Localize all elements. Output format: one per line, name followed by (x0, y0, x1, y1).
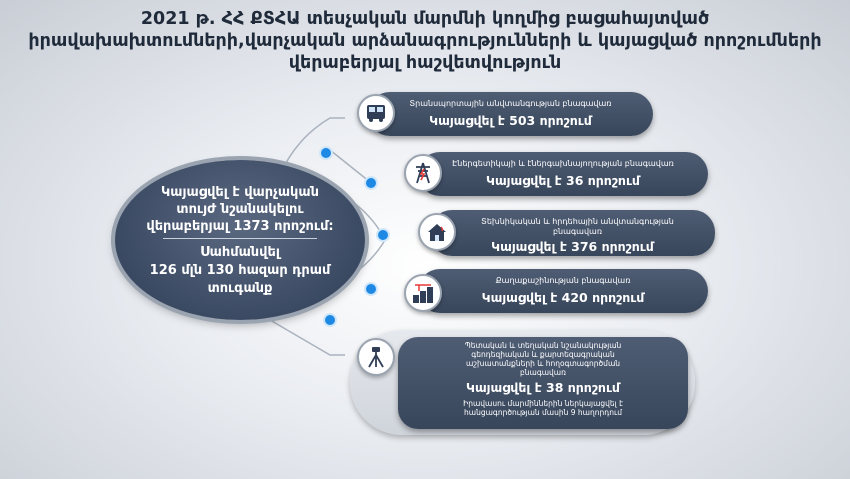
connector-dot-3 (378, 230, 388, 240)
center-divider (163, 238, 317, 239)
item-urban-label: Քաղաքաշինության բնագավառ (495, 276, 631, 285)
item-geodesy-label-3: աշխատանքների և հողօգտագործման (466, 359, 620, 368)
connector-dot-4 (366, 284, 376, 294)
house-fire-icon (418, 213, 456, 251)
item-transport: Տրանսպորտային անվտանգության բնագավառ Կայ… (368, 92, 653, 136)
title-line-2: իրավախախտումների,վարչական արձանագրությու… (28, 31, 822, 51)
item-transport-value: Կայացվել է 503 որոշում (429, 113, 592, 128)
item-energy-label: Էներգետիկայի և էներգախնայողության բնագավ… (452, 159, 674, 168)
item-urban: Քաղաքաշինության բնագավառ Կայացվել է 420 … (418, 269, 708, 313)
center-line-1: Կայացվել է վարչական (161, 185, 319, 200)
connector-dot-2 (366, 178, 376, 188)
center-line-6: տուգանք (207, 281, 273, 296)
item-energy-value: Կայացվել է 36 որոշում (486, 173, 640, 188)
item-technical-value: Կայացվել է 376 որոշում (491, 239, 654, 254)
item-energy: Էներգետիկայի և էներգախնայողության բնագավ… (418, 152, 708, 196)
connector-dot-1 (321, 148, 331, 158)
center-line-2: տույժ նշանակելու (176, 202, 304, 217)
item-geodesy-value: Կայացվել է 38 որոշում (466, 380, 620, 395)
construction-icon (404, 274, 442, 312)
connector-line-bottom (269, 319, 345, 356)
bus-icon (357, 94, 395, 132)
item-technical: Տեխնիկական և հրդեհային անվտանգության բնա… (430, 210, 715, 256)
center-line-3: վերաբերյալ 1373 որոշում: (146, 219, 334, 234)
item-geodesy-note-2: հանցագործության մասին 9 հաղորդում (464, 408, 622, 417)
item-geodesy-label-4: բնագավառ (520, 368, 566, 377)
center-summary-oval: Կայացվել է վարչական տույժ նշանակելու վեր… (115, 160, 365, 320)
survey-tripod-icon (357, 338, 395, 376)
page-title: 2021 թ. ՀՀ ՔՏՀԱ տեսչական մարմնի կողմից բ… (10, 8, 840, 74)
item-geodesy-label-1: Պետական և տեղական նշանակության (464, 341, 622, 350)
power-tower-icon (404, 154, 442, 192)
item-urban-value: Կայացվել է 420 որոշում (481, 290, 645, 305)
item-technical-label: Տեխնիկական և հրդեհային անվտանգության բնա… (481, 217, 674, 236)
item-geodesy-note-1: Իրավասու մարմիններին ներկայացվել է (463, 399, 623, 408)
title-line-1: 2021 թ. ՀՀ ՔՏՀԱ տեսչական մարմնի կողմից բ… (140, 9, 710, 29)
item-transport-label: Տրանսպորտային անվտանգության բնագավառ (409, 99, 612, 108)
item-geodesy-label-2: գեոդեզիական և քարտեզագրական (471, 350, 615, 359)
title-line-3: վերաբերյալ հաշվետվություն (288, 53, 562, 73)
connector-dot-5 (325, 315, 335, 325)
center-line-4: Սահմանվել (200, 245, 280, 260)
item-geodesy: Պետական և տեղական նշանակության գեոդեզիակ… (398, 337, 688, 429)
center-line-5: 126 մլն 130 հազար դրամ (149, 263, 331, 278)
